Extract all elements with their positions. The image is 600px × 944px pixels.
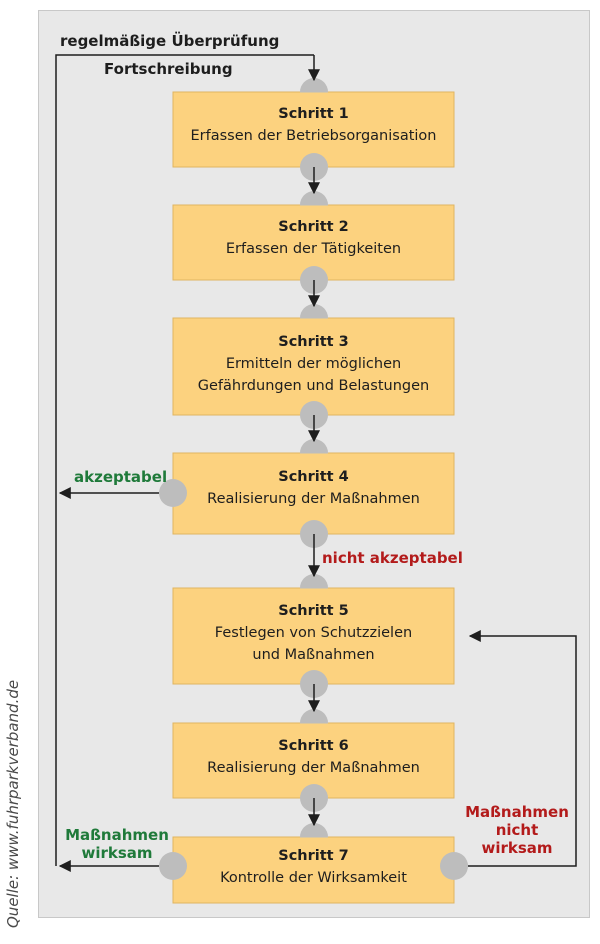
source-credit: Quelle: www.fuhrparkverband.de xyxy=(4,679,22,928)
label-effective: Maßnahmen wirksam xyxy=(62,826,172,862)
step-5-mask xyxy=(173,588,454,684)
step-2-line1: Erfassen der Tätigkeiten xyxy=(225,241,402,257)
step-2-title: Schritt 2 xyxy=(278,219,349,235)
step-1-title: Schritt 1 xyxy=(278,106,349,122)
notch-left-4 xyxy=(173,479,187,507)
step-2-text: Schritt 2 Erfassen der Tätigkeiten xyxy=(173,216,454,260)
step-5-line2: und Maßnahmen xyxy=(252,647,375,663)
label-ineffective-line2: nicht xyxy=(495,821,539,839)
step-3-text: Schritt 3 Ermitteln der möglichen Gefähr… xyxy=(173,331,454,397)
step-7-line1: Kontrolle der Wirksamkeit xyxy=(220,870,407,886)
notch-bottom-3 xyxy=(300,401,328,415)
notch-bottom-5 xyxy=(300,670,328,684)
step-6-line1: Realisierung der Maßnahmen xyxy=(207,760,420,776)
step-6-text: Schritt 6 Realisierung der Maßnahmen xyxy=(173,735,454,779)
step-1-text: Schritt 1 Erfassen der Betriebsorganisat… xyxy=(173,103,454,147)
step-4-line1: Realisierung der Maßnahmen xyxy=(207,491,420,507)
step-7-text: Schritt 7 Kontrolle der Wirksamkeit xyxy=(173,845,454,889)
notch-right-7 xyxy=(440,852,454,880)
notch-bottom-4 xyxy=(300,520,328,534)
step-7-mask xyxy=(173,837,454,903)
step-3-line1: Ermitteln der möglichen xyxy=(225,356,402,372)
label-update: Fortschreibung xyxy=(104,60,233,78)
step-6-title: Schritt 6 xyxy=(278,738,349,754)
notch-bottom-6 xyxy=(300,784,328,798)
label-acceptable: akzeptabel xyxy=(74,468,168,486)
step-3-mask xyxy=(173,318,454,415)
step-4-text: Schritt 4 Realisierung der Maßnahmen xyxy=(173,466,454,510)
notch-bottom-1 xyxy=(300,153,328,167)
notch-left-7 xyxy=(173,852,187,880)
label-ineffective-line3: wirksam xyxy=(481,839,553,857)
label-ineffective: Maßnahmen nicht wirksam xyxy=(462,803,572,857)
step-7-title: Schritt 7 xyxy=(278,848,349,864)
step-1-line1: Erfassen der Betriebsorganisation xyxy=(190,128,437,144)
label-review: regelmäßige Überprüfung xyxy=(60,32,280,50)
step-5-line1: Festlegen von Schutzzielen xyxy=(214,625,413,641)
step-4-title: Schritt 4 xyxy=(278,469,349,485)
step-5-text: Schritt 5 Festlegen von Schutzzielen und… xyxy=(173,600,454,666)
label-not-acceptable: nicht akzeptabel xyxy=(322,549,463,567)
label-ineffective-line1: Maßnahmen xyxy=(465,803,569,821)
label-effective-line1: Maßnahmen xyxy=(65,826,169,844)
step-5-title: Schritt 5 xyxy=(278,603,349,619)
step-3-line2: Gefährdungen und Belastungen xyxy=(197,378,430,394)
step-3-title: Schritt 3 xyxy=(278,334,349,350)
notch-bottom-2 xyxy=(300,266,328,280)
loop-left-line xyxy=(55,54,314,866)
label-effective-line2: wirksam xyxy=(81,844,153,862)
loop-right-line xyxy=(468,630,577,867)
